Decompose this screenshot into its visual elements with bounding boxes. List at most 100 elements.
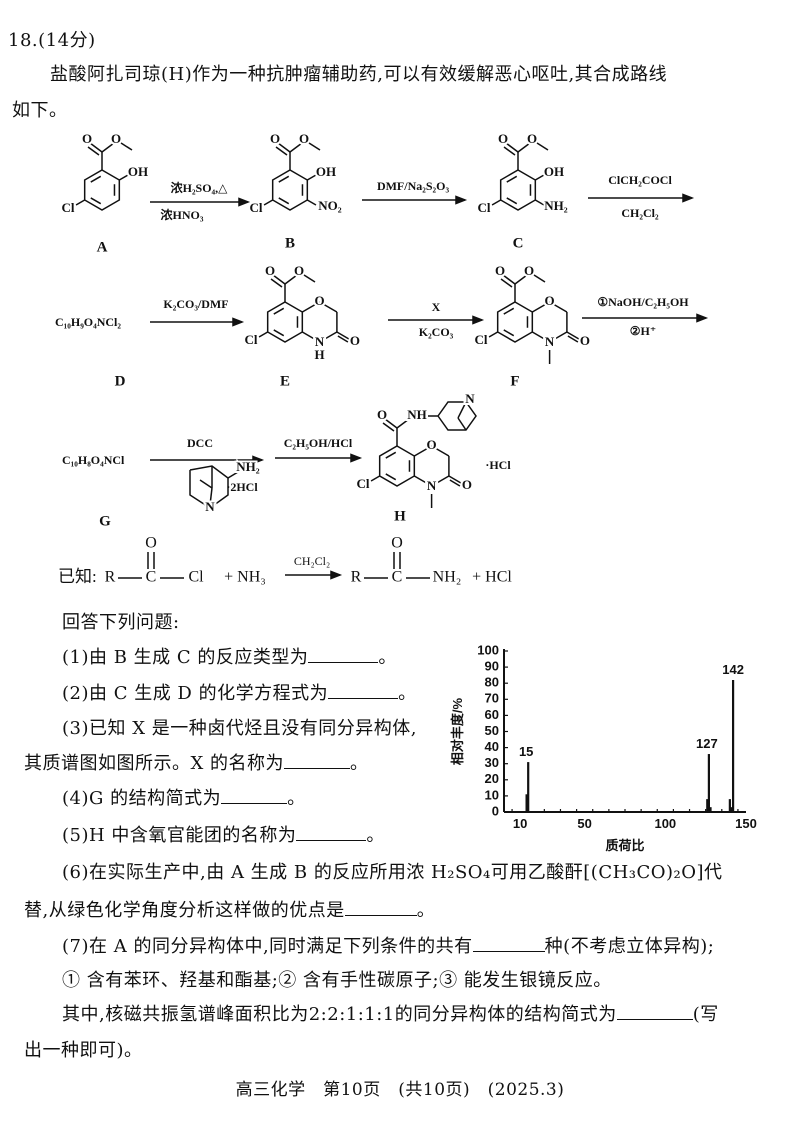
reagent-label: X [432,300,441,314]
q6-text: 替,从绿色化学角度分析这样做的优点是 [24,900,345,921]
atom-label: Cl [475,332,488,347]
ammonia: + NH₃ [224,569,266,586]
q5-text: (5)H 中含氧官能团的名称为 [62,825,297,846]
double-bond [90,175,102,183]
known-prefix: 已知: [58,567,97,586]
q7-text: (7)在 A 的同分异构体中,同时满足下列条件的共有 [62,936,473,957]
double-bond [273,307,285,315]
q2-answer-blank[interactable] [328,682,399,699]
carbonyl-oxygen: O [580,333,590,348]
intro-line-1: 盐酸阿扎司琼(H)作为一种抗肿瘤辅助药,可以有效缓解恶心呕吐,其合成路线 [50,64,668,85]
q7-nmr-text: 其中,核磁共振氢谱峰面积比为2:2:1:1:1的同分异构体的结构简式为 [62,1004,617,1025]
atom-label: OH [316,164,336,179]
reagent-label: K₂CO₃/DMF [163,297,228,311]
question-4: (4)G 的结构简式为。 [62,784,306,810]
carbonyl-oxygen: O [462,477,472,492]
bond [306,174,317,181]
bond [89,142,103,153]
bond [277,142,291,153]
compound-d-formula: C₁₀H₉O₄NCl₂ [55,315,121,329]
methyl-bond [308,142,321,151]
question-7-conditions: ① 含有苯环、羟基和酯基;② 含有手性碳原子;③ 能发生银镜反应。 [62,970,612,991]
atom-label: O [524,263,534,278]
ring-oxygen: O [315,293,325,308]
double-bond [382,422,395,432]
bond [227,471,239,479]
atom-label: H [315,347,325,362]
q5-answer-blank[interactable] [296,824,367,841]
bond [101,142,115,153]
ring-nitrogen: N [545,334,555,349]
q4-answer-blank[interactable] [221,787,288,804]
atom-label: O [495,263,505,278]
double-bond [503,329,515,337]
y-tick-label: 90 [485,659,499,674]
question-7: (7)在 A 的同分异构体中,同时满足下列条件的共有种(不考虑立体异构); [62,932,714,958]
atom-label: O [294,263,304,278]
bond [534,199,545,206]
question-7-nmr-line-2: 出一种即可)。 [24,1040,143,1061]
atom-label: O [82,131,92,146]
peak-label: 15 [519,744,533,759]
y-tick-label: 0 [492,803,499,818]
bond [431,445,450,457]
bond [457,401,467,419]
reagent-label: 浓H₂SO₄,△ [171,180,229,195]
q7-answer-blank[interactable] [472,935,545,952]
bond [396,418,410,429]
salt-label: ·HCl [485,458,511,472]
methyl-bond [120,142,133,151]
bond [272,274,286,285]
compound-label-c: C [513,235,524,251]
double-bond [500,278,513,288]
q1-answer-blank[interactable] [308,646,379,663]
compound-label-f: F [510,373,519,389]
amine: NH₂ [433,569,462,586]
bond [448,475,462,484]
x-tick-label: 10 [513,816,527,831]
peak-label: 127 [696,736,718,751]
y-tick-label: 20 [485,771,499,786]
bond [566,331,580,340]
bond [457,417,467,431]
bond [488,331,499,338]
double-bond [567,335,579,343]
bond [209,487,213,506]
reagent-label: K₂CO₃ [419,325,454,339]
compound-label-g: G [99,513,111,529]
q7-nmr-answer-blank[interactable] [616,1003,693,1020]
atom-label: Cl [357,476,370,491]
double-bond [503,146,516,156]
q6-answer-blank[interactable] [344,899,417,916]
q4-end: 。 [287,788,306,809]
reagent-label: DMF/Na₂S₂O₃ [377,179,450,193]
bond [531,301,550,313]
atom-label: Cl [62,200,75,215]
condition-label: CH₂Cl₂ [294,554,330,568]
y-tick-label: 80 [485,675,499,690]
page-footer: 高三化学 第10页 (共10页) (2025.3) [235,1080,565,1100]
x-tick-label: 150 [735,816,757,831]
q3-text: 其质谱图如图所示。X 的名称为 [24,753,285,774]
bond [199,479,213,489]
ring-nitrogen: N [427,478,437,493]
bond [319,301,338,313]
question-3-line-1: (3)已知 X 是一种卤代烃且没有同分异构体, [62,718,417,739]
q1-text: (1)由 B 生成 C 的反应类型为 [62,647,309,668]
ring-oxygen: O [427,437,437,452]
question-6-line-2: 替,从绿色化学角度分析这样做的优点是 。 [24,896,435,922]
atom-label: OH [544,164,564,179]
y-tick-label: 50 [485,723,499,738]
bond [549,331,568,343]
hcl: + HCl [472,569,512,586]
double-bond [385,473,397,481]
q6-end: 。 [416,900,436,921]
bond [413,475,432,487]
reagent-label: ①NaOH/C₂H₅OH [597,295,689,309]
compound-label-a: A [97,239,108,255]
q3-answer-blank[interactable] [284,752,351,769]
compound-g-formula: C₁₀H₈O₄NCl [62,453,125,467]
chlorine: Cl [188,569,204,586]
